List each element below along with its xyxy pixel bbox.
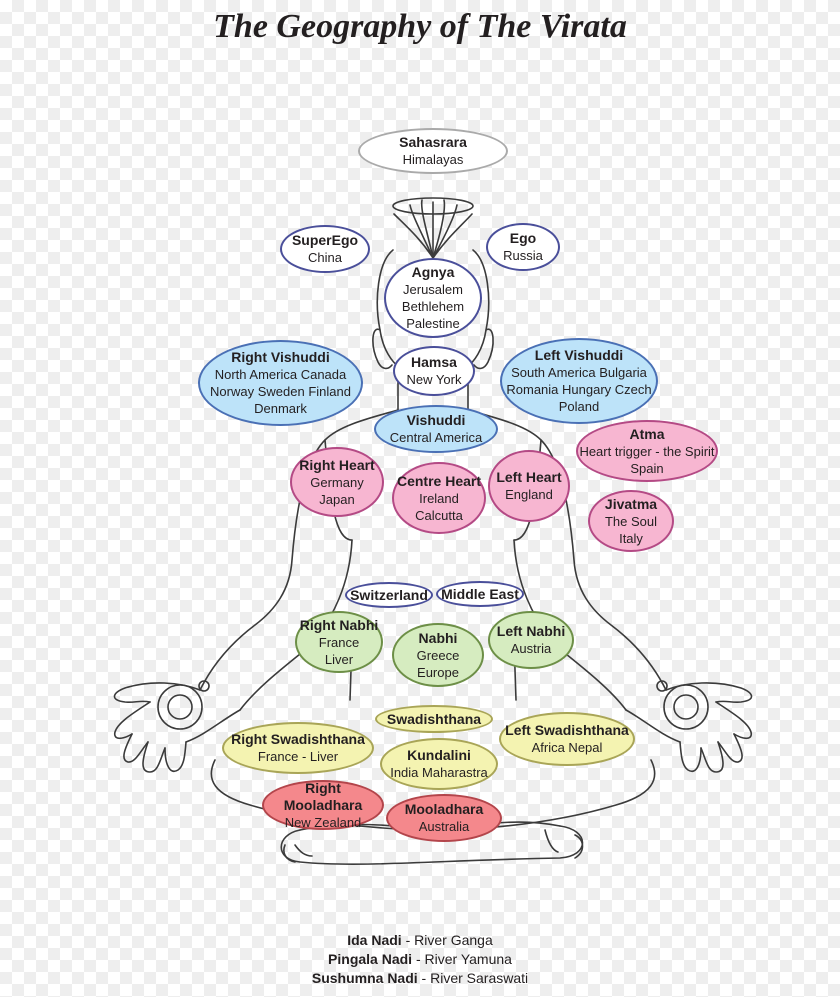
chakra-name: Nabhi	[418, 629, 458, 646]
chakra-location: Romania Hungary Czech	[506, 382, 652, 397]
chakra-location: Spain	[630, 460, 664, 476]
chakra-swadishthana: Swadishthana	[375, 705, 493, 733]
chakra-ego: Ego Russia	[486, 223, 560, 271]
chakra-left-vishuddi: Left Vishuddi South America Bulgaria Rom…	[500, 338, 658, 424]
chakra-location: Himalayas	[402, 152, 464, 167]
chakra-hamsa: Hamsa New York	[393, 346, 475, 396]
chakra-middle-east: Middle East	[436, 581, 524, 607]
chakra-name: Switzerland	[350, 586, 428, 603]
chakra-name: Jivatma	[604, 495, 658, 512]
chakra-superego: SuperEgo China	[280, 225, 370, 273]
chakra-location: Italy	[619, 530, 643, 546]
chakra-location: Europe	[417, 664, 459, 680]
chakra-location: France	[318, 634, 360, 650]
chakra-location: France - Liver	[257, 749, 339, 764]
chakra-name: Atma	[629, 425, 665, 442]
chakra-agnya: Agnya Jerusalem Bethlehem Palestine	[384, 258, 482, 338]
chakra-location: Norway Sweden Finland	[210, 384, 351, 399]
chakra-location: Denmark	[254, 401, 307, 416]
chakra-location: Liver	[324, 651, 354, 667]
chakra-centre-heart: Centre Heart Ireland Calcutta	[392, 462, 486, 534]
chakra-name: Kundalini	[407, 747, 471, 763]
chakra-location: Calcutta	[415, 507, 463, 523]
nadi-legend: Ida Nadi - River Ganga Pingala Nadi - Ri…	[0, 931, 840, 988]
chakra-location: Africa Nepal	[531, 740, 603, 755]
chakra-location: Japan	[319, 491, 355, 507]
diagram-title: The Geography of The Virata	[213, 8, 627, 45]
chakra-name: Left Swadishthana	[505, 722, 629, 738]
chakra-location: New York	[406, 372, 462, 387]
chakra-vishuddi: Vishuddi Central America	[374, 405, 498, 453]
legend-nadi-name: Pingala Nadi	[328, 951, 413, 967]
chakra-name: Middle East	[441, 585, 519, 602]
chakra-name: Sahasrara	[399, 134, 467, 150]
chakra-location: Bethlehem	[401, 299, 465, 314]
chakra-left-heart: Left Heart England	[488, 450, 570, 522]
chakra-location: Jerusalem	[403, 282, 463, 297]
chakra-right-heart: Right Heart Germany Japan	[290, 447, 384, 517]
chakra-name: Left Vishuddi	[534, 347, 624, 363]
chakra-location: Palestine	[406, 316, 460, 331]
chakra-location: England	[505, 487, 553, 502]
chakra-name: Vishuddi	[406, 412, 466, 428]
chakra-name: Swadishthana	[386, 710, 482, 727]
legend-item-ida: Ida Nadi - River Ganga	[0, 931, 840, 950]
chakra-location: India Maharastra	[390, 765, 488, 780]
chakra-location: Austria	[510, 641, 552, 656]
chakra-mooladhara: Mooladhara Australia	[386, 794, 502, 842]
chakra-right-nabhi: Right Nabhi France Liver	[295, 611, 383, 673]
chakra-right-mooladhara: Right Mooladhara New Zealand	[262, 780, 384, 830]
legend-river: - River Yamuna	[412, 951, 512, 967]
chakra-name: Hamsa	[411, 354, 457, 370]
chakra-name: Right Mooladhara	[283, 779, 363, 813]
chakra-location: Ireland	[419, 490, 459, 506]
chakra-nabhi: Nabhi Greece Europe	[392, 623, 484, 687]
chakra-location: Germany	[310, 474, 364, 490]
chakra-kundalini: Kundalini India Maharastra	[380, 738, 498, 790]
chakra-name: Right Heart	[299, 456, 375, 473]
chakra-right-vishuddi: Right Vishuddi North America Canada Norw…	[198, 340, 363, 426]
legend-item-pingala: Pingala Nadi - River Yamuna	[0, 950, 840, 969]
chakra-location: North America Canada	[214, 367, 347, 382]
legend-nadi-name: Ida Nadi	[347, 932, 402, 948]
chakra-name: Mooladhara	[404, 801, 484, 817]
chakra-location: Australia	[418, 819, 470, 834]
chakra-name: Centre Heart	[396, 472, 482, 489]
chakra-name: Right Swadishthana	[231, 731, 365, 747]
chakra-switzerland: Switzerland	[345, 582, 433, 608]
chakra-left-nabhi: Left Nabhi Austria	[488, 611, 574, 669]
chakra-location: Poland	[558, 399, 600, 414]
chakra-location: Central America	[389, 430, 483, 445]
chakra-atma: Atma Heart trigger - the Spirit Spain	[576, 420, 718, 482]
legend-nadi-name: Sushumna Nadi	[311, 970, 418, 986]
chakra-location: Russia	[503, 248, 543, 263]
legend-item-sushumna: Sushumna Nadi - River Saraswati	[0, 969, 840, 988]
chakra-jivatma: Jivatma The Soul Italy	[588, 490, 674, 552]
chakra-sahasrara: Sahasrara Himalayas	[358, 128, 508, 174]
chakra-location: China	[308, 250, 342, 265]
chakra-location: South America Bulgaria	[511, 365, 647, 380]
legend-river: - River Ganga	[401, 932, 493, 948]
chakra-name: Left Heart	[496, 469, 562, 485]
chakra-name: Ego	[509, 230, 537, 246]
chakra-location: Greece	[416, 647, 460, 663]
chakra-name: Left Nabhi	[496, 623, 566, 639]
chakra-right-swadishthana: Right Swadishthana France - Liver	[222, 722, 374, 774]
chakra-left-swadishthana: Left Swadishthana Africa Nepal	[499, 712, 635, 766]
chakra-name: Right Nabhi	[299, 616, 379, 633]
chakra-name: Agnya	[411, 264, 455, 280]
chakra-location: Heart trigger - the Spirit	[579, 443, 715, 459]
chakra-name: SuperEgo	[291, 232, 359, 248]
chakra-location: The Soul	[604, 513, 658, 529]
legend-river: - River Saraswati	[417, 970, 529, 986]
chakra-name: Right Vishuddi	[231, 349, 330, 365]
chakra-location: New Zealand	[284, 814, 362, 830]
